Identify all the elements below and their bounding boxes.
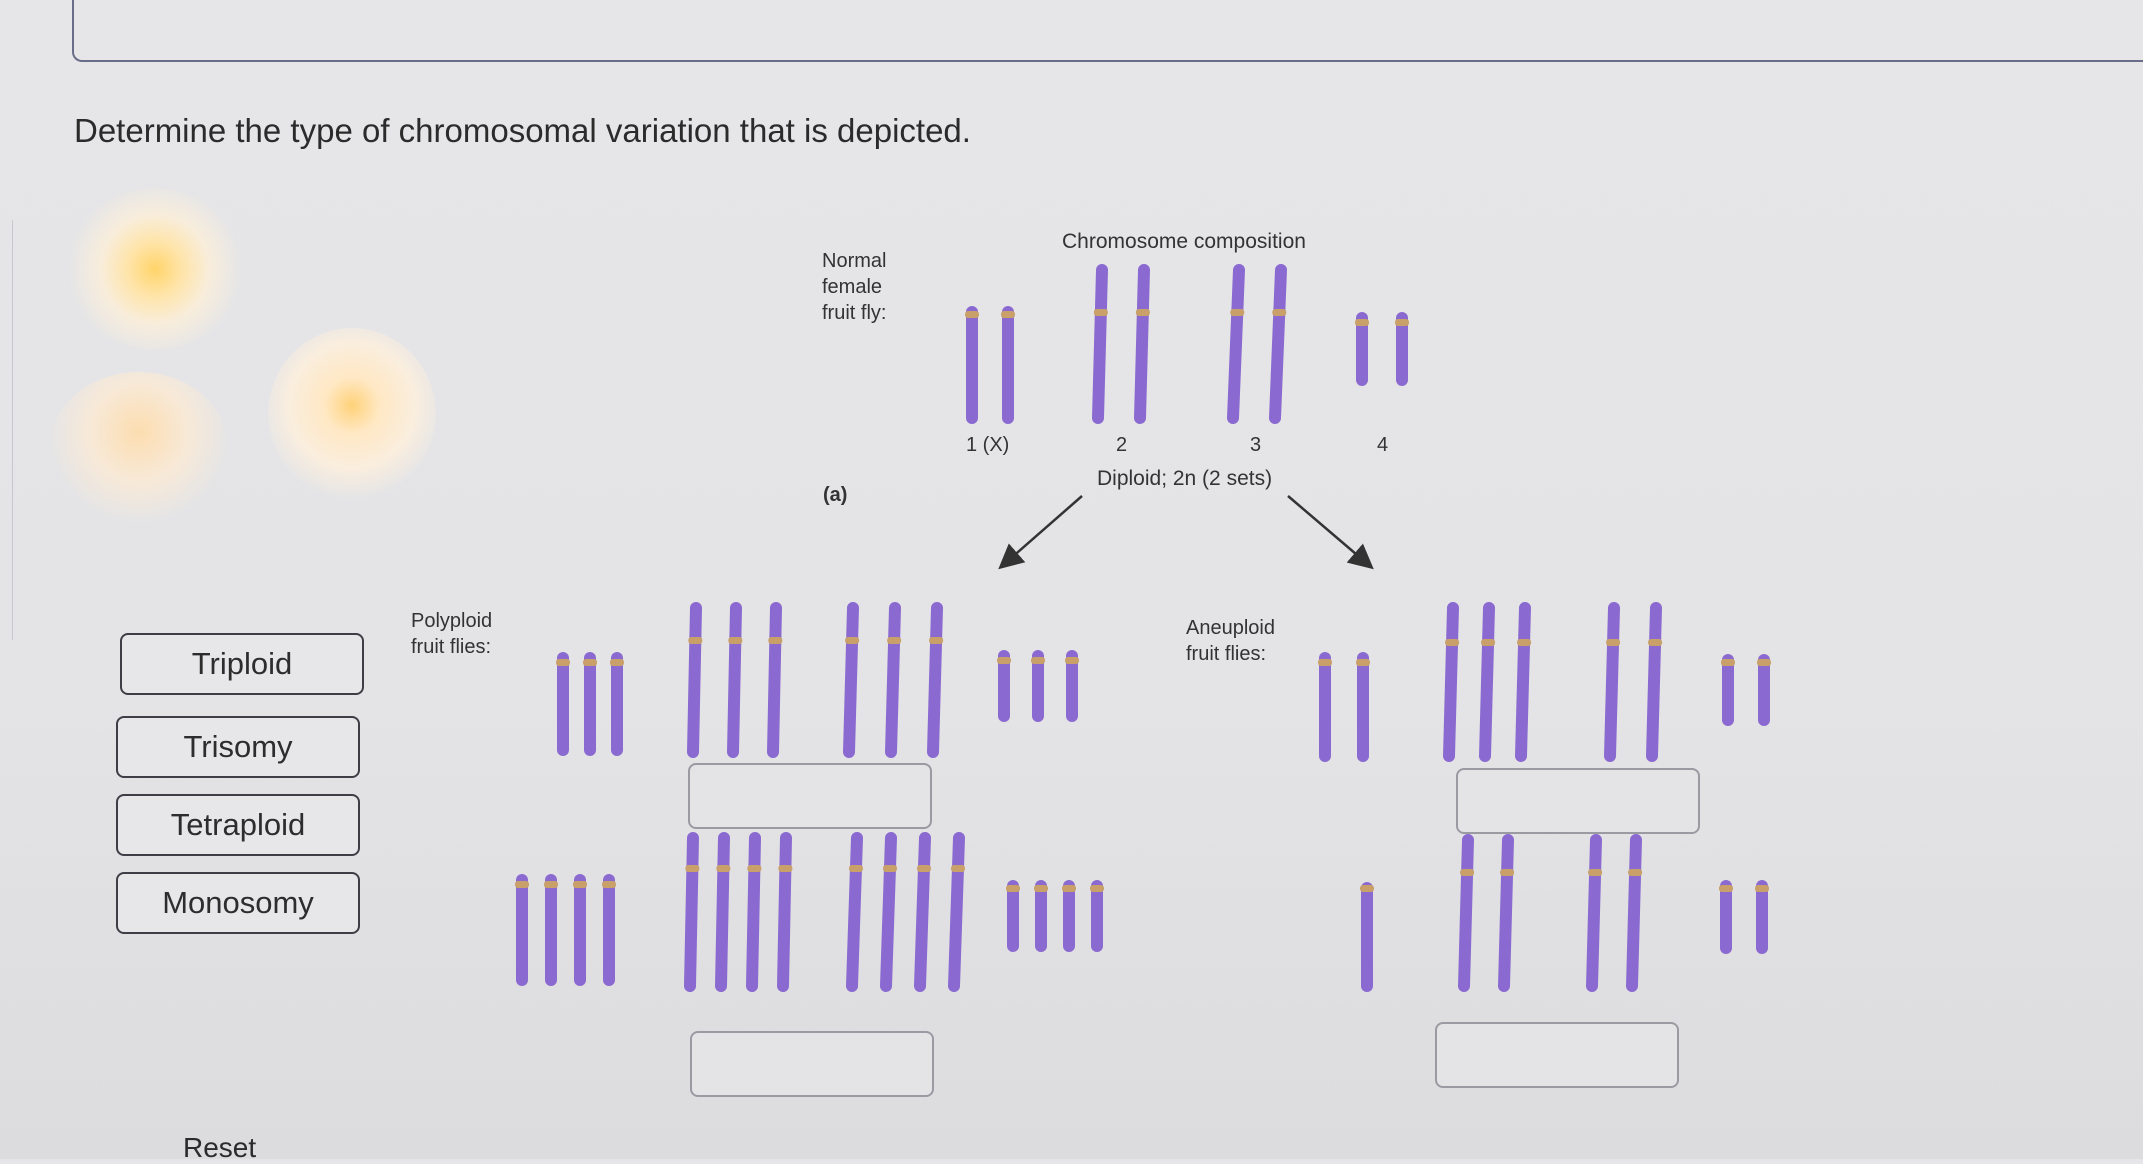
aneuploid-bottom-chr3 [1626,834,1643,992]
diploid-caption: Diploid; 2n (2 sets) [1097,467,1273,490]
chromosome-number-4: 4 [1377,434,1389,456]
polyploid-bottom-chr3 [914,832,931,992]
aneuploid-bottom-chr4 [1719,880,1733,954]
aneuploid-bottom-chr2 [1498,834,1515,992]
polyploid-top-chr4 [1031,650,1045,722]
normal-chr3 [1269,264,1287,424]
arrow-to-polyploid [998,495,1083,570]
normal-chr4 [1395,312,1409,386]
reset-button[interactable]: Reset [183,1132,257,1163]
normal-chr4 [1355,312,1369,386]
aneuploid-top-chr4 [1757,654,1771,726]
polyploid-top-chr3 [885,602,902,758]
drop-zone-polyploid-bottom[interactable] [690,1031,934,1097]
aneuploid-bottom-chr2 [1458,834,1475,992]
aneuploid-top-chr4 [1721,654,1735,726]
question-frame [72,0,2143,62]
question-prompt: Determine the type of chromosomal variat… [74,112,971,149]
aneuploid-bottom-chr1 [1360,882,1374,992]
choice-trisomy[interactable]: Trisomy [116,716,360,778]
polyploid-top-chr1 [610,652,624,756]
polyploid-bottom-chr2 [715,832,731,992]
choice-monosomy[interactable]: Monosomy [116,872,360,934]
polyploid-top-chr1 [556,652,570,756]
chromosome-groups [515,264,1771,992]
aneuploid-top-chr2 [1515,602,1532,762]
aneuploid-top-chr3 [1646,602,1663,762]
chromosome-composition-heading: Chromosome composition [1062,230,1306,253]
polyploid-bottom-chr1 [573,874,587,986]
normal-chr2 [1092,264,1108,424]
aneuploid-top-chr1 [1356,652,1370,762]
chromosome-number-3: 3 [1250,434,1262,456]
panel-label: (a) [823,484,848,506]
polyploid-top-chr3 [927,602,944,758]
normal-chr1 [1001,306,1015,424]
arrow-to-aneuploid [1287,495,1374,570]
polyploid-bottom-chr4 [1034,880,1048,952]
aneuploid-label: Aneuploid fruit flies: [1186,617,1275,665]
polyploid-bottom-chr3 [880,832,897,992]
normal-chr1 [965,306,979,424]
aneuploid-bottom-chr4 [1755,880,1769,954]
aneuploid-top-chr3 [1604,602,1621,762]
polyploid-bottom-chr2 [777,832,793,992]
choice-triploid[interactable]: Triploid [120,633,364,695]
polyploid-label: Polyploid fruit flies: [411,610,493,658]
panel-edge [0,220,13,640]
aneuploid-top-chr2 [1479,602,1496,762]
light-glare [268,328,436,500]
polyploid-bottom-chr4 [1062,880,1076,952]
polyploid-top-chr2 [687,602,703,758]
aneuploid-top-chr2 [1443,602,1460,762]
choice-tetraploid[interactable]: Tetraploid [116,794,360,856]
aneuploid-top-chr1 [1318,652,1332,762]
polyploid-top-chr2 [767,602,783,758]
polyploid-bottom-chr1 [602,874,616,986]
normal-chr3 [1227,264,1245,424]
polyploid-top-chr4 [997,650,1011,722]
normal-chr2 [1134,264,1150,424]
light-glare [50,372,228,522]
chromosome-number-2: 2 [1116,434,1128,456]
aneuploid-bottom-chr3 [1586,834,1603,992]
polyploid-top-chr2 [727,602,743,758]
polyploid-top-chr4 [1065,650,1079,722]
drop-zone-aneuploid-bottom[interactable] [1435,1022,1679,1088]
drop-zone-polyploid-top[interactable] [688,763,932,829]
polyploid-top-chr3 [843,602,860,758]
polyploid-bottom-chr4 [1006,880,1020,952]
polyploid-bottom-chr1 [544,874,558,986]
polyploid-bottom-chr4 [1090,880,1104,952]
chromosome-number-1: 1 (X) [966,434,1010,456]
polyploid-bottom-chr2 [746,832,762,992]
polyploid-top-chr1 [583,652,597,756]
drop-zone-aneuploid-top[interactable] [1456,768,1700,834]
polyploid-bottom-chr3 [948,832,965,992]
light-glare [66,188,244,350]
polyploid-bottom-chr2 [684,832,700,992]
polyploid-bottom-chr3 [846,832,863,992]
normal-female-label: Normal female fruit fly: [822,250,887,324]
polyploid-bottom-chr1 [515,874,529,986]
